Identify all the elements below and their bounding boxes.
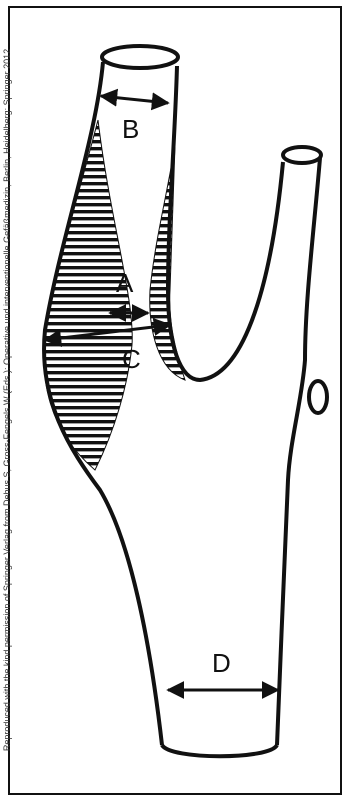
- internal-carotid-opening: [102, 46, 178, 68]
- label-c: C: [122, 344, 141, 374]
- vessel-outline-bottom: [162, 745, 277, 756]
- label-a: A: [116, 268, 134, 298]
- external-carotid-opening: [283, 147, 321, 163]
- vessel-outline-internal-inner: [168, 66, 283, 380]
- side-branch-opening: [309, 381, 327, 413]
- measure-b-arrow: [101, 96, 168, 103]
- label-b: B: [122, 114, 139, 144]
- label-d: D: [212, 648, 231, 678]
- vessel-outline-external-outer: [277, 158, 320, 745]
